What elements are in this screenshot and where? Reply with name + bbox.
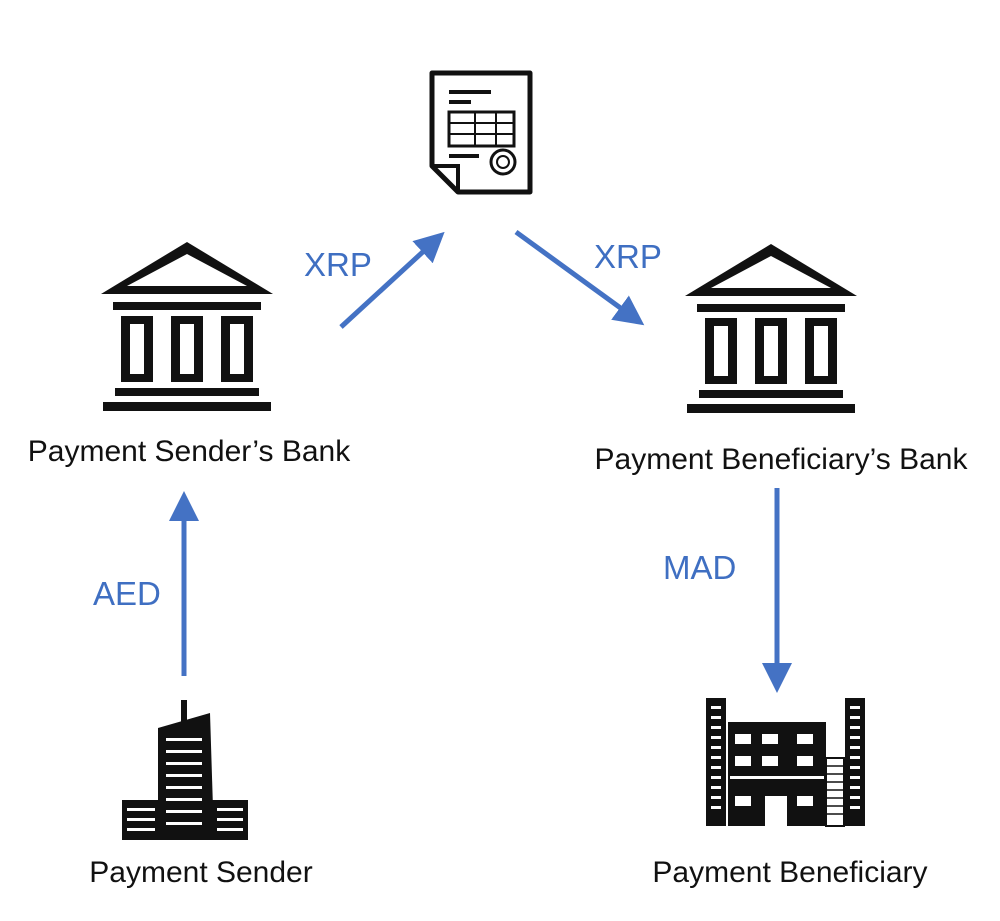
currency-label-mad: MAD	[663, 549, 736, 586]
bank-icon-sender	[101, 242, 273, 411]
arrow-ledger-to-beneficiary-bank	[514, 229, 645, 326]
label-payment-beneficiary: Payment Beneficiary	[652, 856, 927, 889]
currency-label-xrp-right: XRP	[594, 238, 662, 275]
bank-icon-beneficiary	[685, 244, 857, 413]
label-payment-senders-bank: Payment Sender’s Bank	[28, 435, 351, 468]
label-payment-beneficiarys-bank: Payment Beneficiary’s Bank	[595, 443, 969, 476]
currency-label-aed: AED	[93, 575, 161, 612]
office-building-icon	[122, 700, 248, 840]
apartment-building-icon	[706, 698, 865, 827]
label-payment-sender: Payment Sender	[89, 856, 312, 889]
arrow-sender-bank-to-ledger	[339, 231, 445, 329]
document-icon	[429, 70, 533, 195]
currency-label-xrp-left: XRP	[304, 246, 372, 283]
